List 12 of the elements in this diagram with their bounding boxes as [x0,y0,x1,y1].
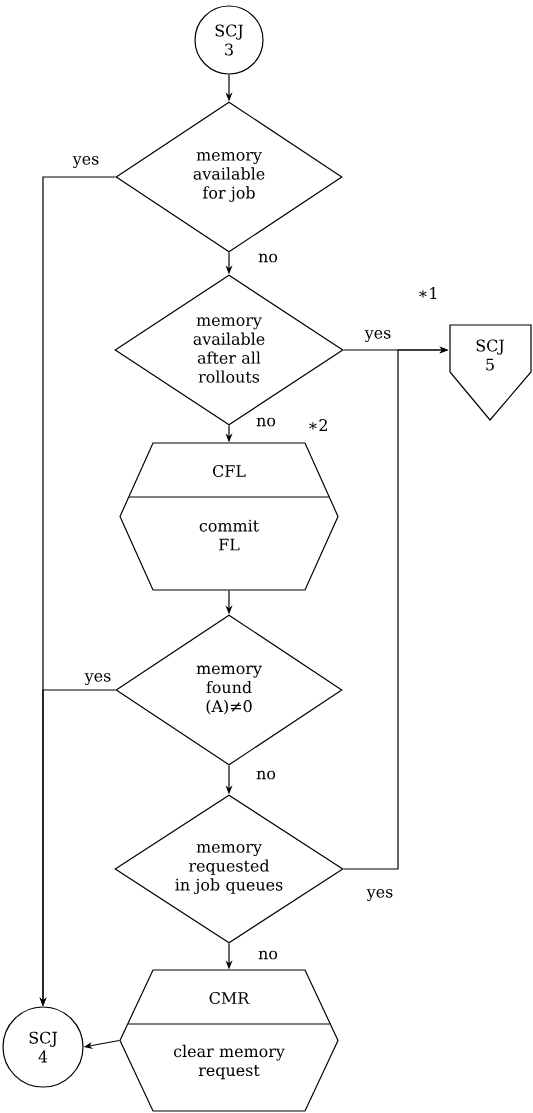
edge-label: no [255,416,277,428]
edge-label: no [255,769,277,781]
edge-label: yes [71,155,101,169]
off-page-connector: SCJ 5 [449,324,532,421]
edge-label: no [257,252,279,264]
edge-label: yes [365,888,395,903]
note-mark: ∗1 [419,287,437,299]
edge-label: yes [363,329,393,343]
process-hexagon: CFL commit FL [119,442,339,591]
edge-label: no [257,949,279,961]
edge-label: yes [83,672,113,687]
process-hexagon: CMR clear memory request [119,969,339,1112]
